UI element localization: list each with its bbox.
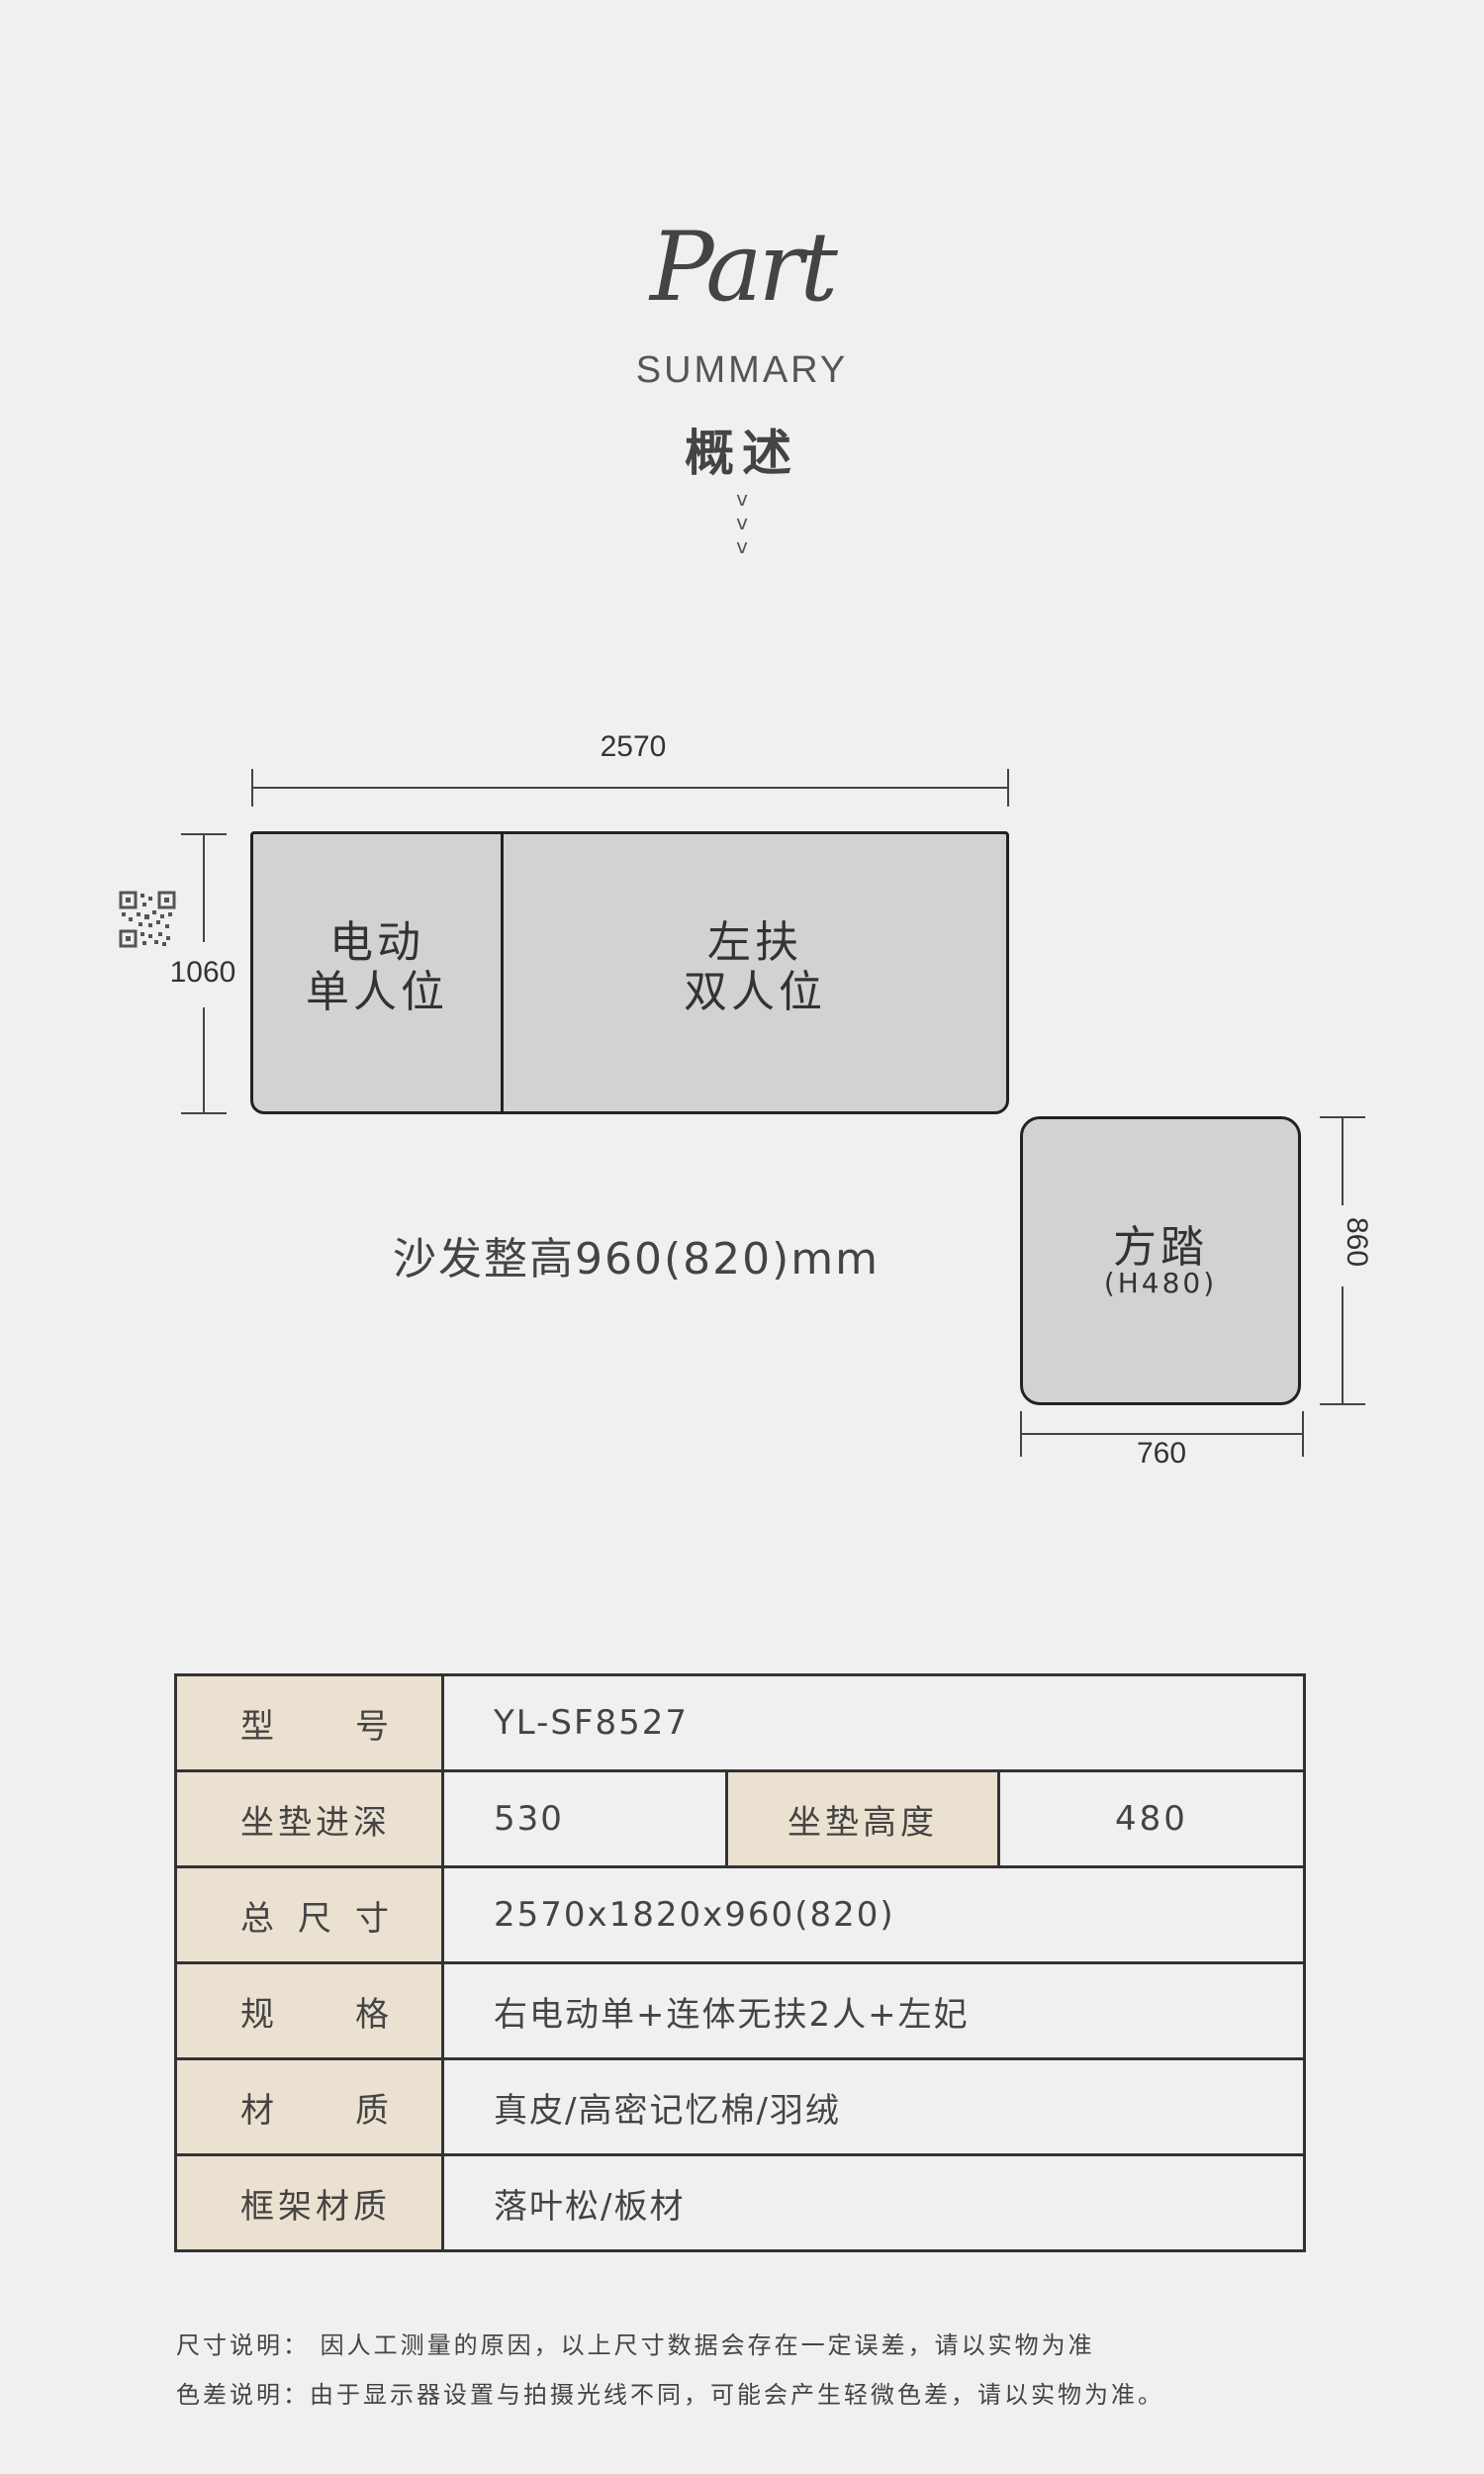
seat-height-value: 480 (997, 1769, 1306, 1868)
table-row: 型号 YL-SF8527 (174, 1673, 1306, 1772)
left-arm-double-seat-label: 左扶 双人位 (684, 917, 826, 1017)
width-dimension-tick-right (1007, 769, 1009, 807)
table-row: 框架材质 落叶松/板材 (174, 2153, 1306, 2252)
table-row: 总尺寸 2570x1820x960(820) (174, 1865, 1306, 1964)
summary-subtitle: SUMMARY (635, 349, 849, 391)
ottoman-height-label: (H480) (1103, 1267, 1218, 1299)
material-value: 真皮/高密记忆棉/羽绒 (441, 2057, 1306, 2156)
seat-depth-value: 530 (441, 1769, 728, 1868)
part-script-title: Part (650, 212, 838, 323)
ottoman-outline (1020, 1116, 1301, 1405)
electric-single-seat-label: 电动 单人位 (306, 917, 448, 1017)
model-label: 型号 (174, 1673, 444, 1772)
sofa-section-divider (501, 833, 504, 1112)
seat-height-label: 坐垫高度 (725, 1769, 1000, 1868)
ottoman-depth-line-upper (1342, 1116, 1344, 1205)
frame-material-label: 框架材质 (174, 2153, 444, 2252)
width-dimension-label: 2570 (600, 730, 667, 763)
depth-dimension-line-upper (203, 833, 205, 942)
ottoman-depth-label: 860 (1341, 1216, 1373, 1268)
sofa-outline (250, 831, 1009, 1114)
size-label: 总尺寸 (174, 1865, 444, 1964)
total-height-label: 沙发整高960(820)mm (393, 1234, 881, 1285)
ottoman-label: 方踏 (1113, 1222, 1208, 1273)
spec-table: 型号 YL-SF8527 坐垫进深 530 坐垫高度 480 总尺寸 2570x… (174, 1673, 1306, 2252)
frame-material-value: 落叶松/板材 (441, 2153, 1306, 2252)
depth-dimension-label: 1060 (169, 956, 236, 989)
config-label: 规格 (174, 1961, 444, 2060)
ottoman-width-line (1020, 1433, 1304, 1435)
page-title: 概述 (685, 425, 799, 482)
chevron-down-icon: v v v (736, 487, 748, 558)
seat-depth-label: 坐垫进深 (174, 1769, 444, 1868)
model-value: YL-SF8527 (441, 1673, 1306, 1772)
ottoman-depth-line-lower (1342, 1286, 1344, 1405)
depth-dimension-line-lower (203, 1007, 205, 1114)
qr-code-icon (119, 891, 176, 948)
config-value: 右电动单+连体无扶2人+左妃 (441, 1961, 1306, 2060)
table-row: 规格 右电动单+连体无扶2人+左妃 (174, 1961, 1306, 2060)
size-value: 2570x1820x960(820) (441, 1865, 1306, 1964)
size-disclaimer: 尺寸说明： 因人工测量的原因，以上尺寸数据会存在一定误差，请以实物为准 (176, 2331, 1095, 2359)
color-disclaimer: 色差说明：由于显示器设置与拍摄光线不同，可能会产生轻微色差，请以实物为准。 (176, 2381, 1164, 2409)
width-dimension-tick-left (251, 769, 253, 807)
ottoman-width-label: 760 (1136, 1437, 1187, 1470)
table-row: 材质 真皮/高密记忆棉/羽绒 (174, 2057, 1306, 2156)
table-row: 坐垫进深 530 坐垫高度 480 (174, 1769, 1306, 1868)
width-dimension-line (251, 787, 1009, 789)
material-label: 材质 (174, 2057, 444, 2156)
